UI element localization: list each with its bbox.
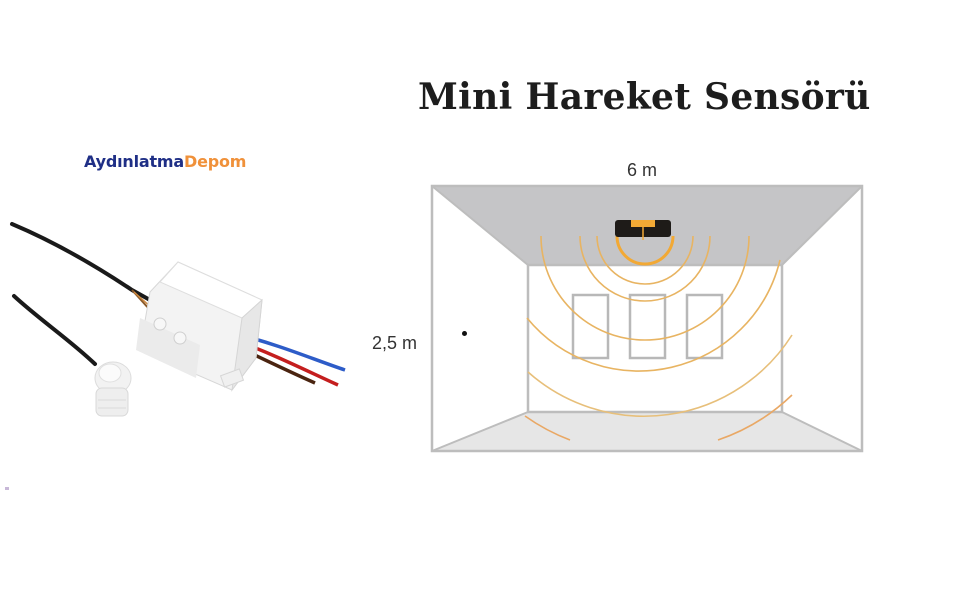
- window-2: [628, 293, 667, 360]
- width-dimension-label: 6 m: [627, 160, 658, 180]
- ceiling-sensor-icon: [615, 220, 671, 240]
- brand-name-part2: Depom: [183, 152, 247, 171]
- sensor-module-body: [136, 261, 263, 392]
- height-dimension-label: 2,5 m: [372, 333, 418, 353]
- floor: [433, 412, 860, 451]
- window-3: [685, 293, 724, 360]
- window-1: [571, 293, 610, 360]
- brand-name-part1: Aydınlatma: [84, 152, 184, 171]
- image-artifact: [5, 487, 9, 490]
- marker-dot: [462, 331, 467, 336]
- sensor-head: [94, 361, 132, 417]
- detection-waves: [524, 235, 793, 441]
- page-title: Mini Hareket Sensörü: [418, 76, 871, 118]
- brand-logo: AydınlatmaDepom: [84, 152, 246, 171]
